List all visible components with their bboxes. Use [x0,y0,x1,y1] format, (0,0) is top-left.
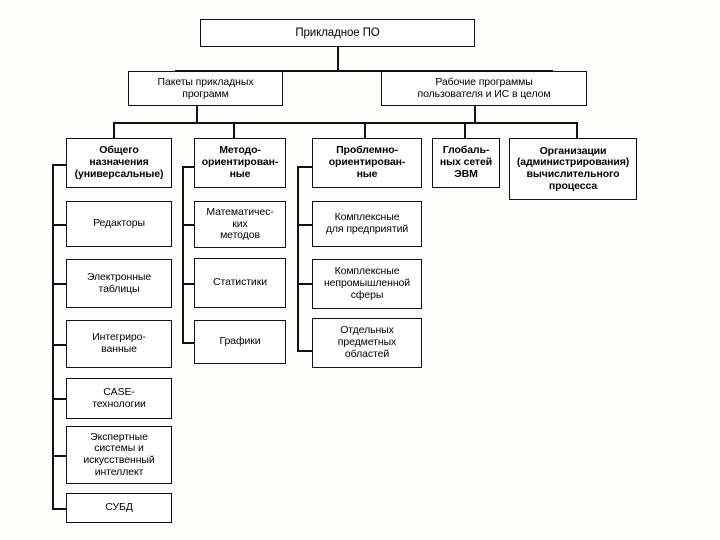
connector-root-down [337,47,339,71]
connector-level3-stub-5 [576,122,578,138]
spine-method-branch-3 [182,342,194,344]
spine-method [182,166,184,343]
node-label: Статистики [213,276,267,289]
node-label: СУБД [105,501,133,514]
node-leaf-graphics[interactable]: Графики [194,320,286,364]
node-label: Прикладное ПО [295,26,380,39]
spine-general-branch-1 [52,224,66,226]
spine-problem [297,166,299,351]
connector-level3-stub-2 [233,122,235,138]
spine-method-branch-1 [182,224,194,226]
connector-level3-stub-3 [364,122,366,138]
connector-level3-stub-1 [113,122,115,138]
node-label: Проблемно-ориентирован-ные [328,144,406,180]
connector-level3-bar [113,122,578,124]
spine-method-to-parent [182,166,194,168]
node-leaf-statistics[interactable]: Статистики [194,258,286,308]
node-label: Редакторы [93,217,145,230]
spine-problem-branch-1 [297,224,312,226]
node-leaf-dbms[interactable]: СУБД [66,493,172,523]
connector-packets-down [196,106,198,123]
node-l3-method-oriented[interactable]: Методо-ориентирован-ные [194,138,286,188]
node-label: Организации(администрирования)вычислител… [516,144,630,192]
spine-problem-branch-2 [297,283,312,285]
node-label: Графики [219,335,261,348]
spine-problem-to-parent [297,166,312,168]
connector-level3-stub-4 [464,122,466,138]
node-leaf-case-technologies[interactable]: CASE-технологии [66,378,172,419]
spine-general [52,164,54,509]
connector-level2-bar [175,70,552,72]
node-label: Интегриро-ванные [92,331,146,355]
node-leaf-integrated[interactable]: Интегриро-ванные [66,320,172,368]
node-root-prikladnoe-po[interactable]: Прикладное ПО [200,19,475,47]
spine-method-branch-2 [182,283,194,285]
connector-working-down [474,106,476,123]
node-label: CASE-технологии [92,385,146,410]
spine-general-branch-4 [52,398,66,400]
spine-general-branch-2 [52,283,66,285]
spine-general-branch-5 [52,455,66,457]
spine-general-branch-6 [52,508,66,510]
spine-general-to-parent [52,164,66,166]
node-l3-organization-admin[interactable]: Организации(администрирования)вычислител… [509,138,637,200]
spine-general-branch-3 [52,344,66,346]
node-leaf-editors[interactable]: Редакторы [66,201,172,247]
spine-problem-branch-3 [297,350,312,352]
node-label: Методо-ориентирован-ные [201,144,279,180]
node-l3-problem-oriented[interactable]: Проблемно-ориентирован-ные [312,138,422,188]
